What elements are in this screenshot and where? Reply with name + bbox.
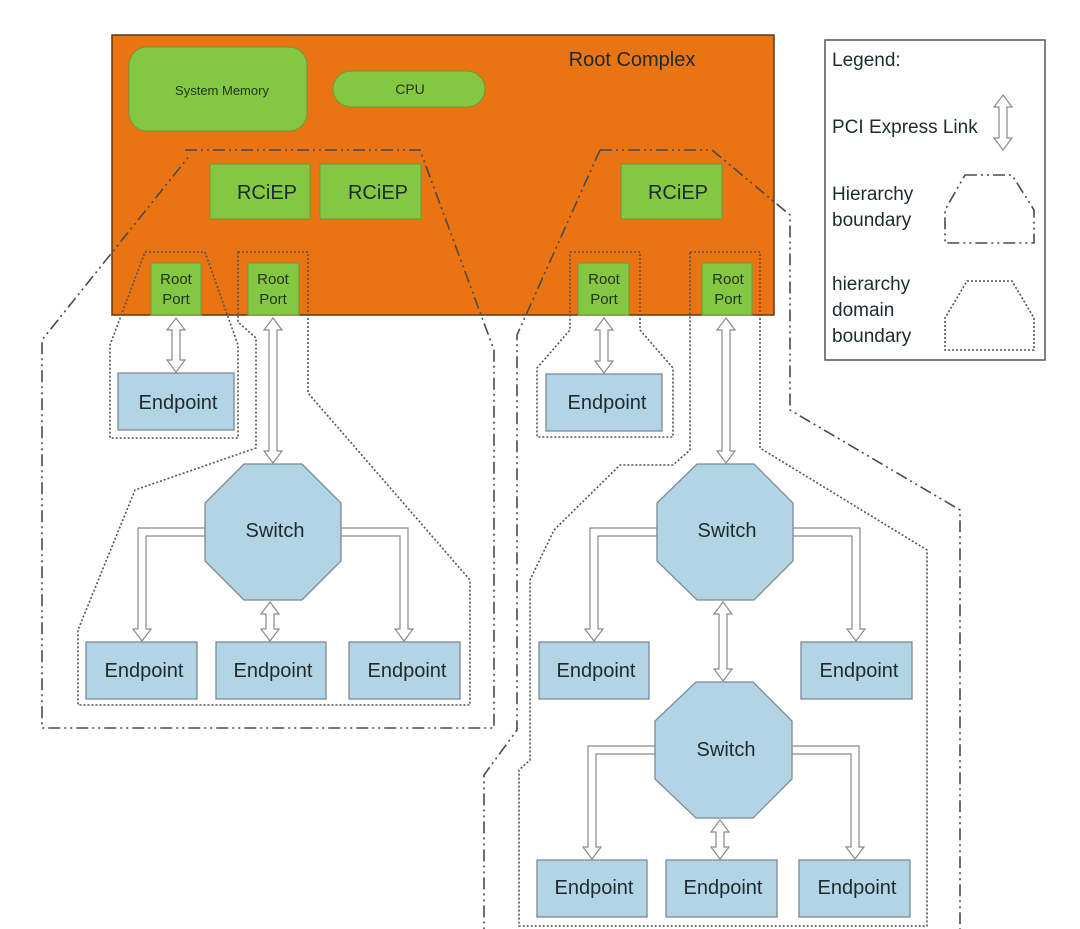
legend-hierarchy-boundary-sample	[944, 174, 1035, 244]
pcie-link	[593, 317, 615, 374]
rciep-box	[319, 163, 422, 220]
root-port-label: Root	[160, 271, 193, 288]
legend-box	[824, 39, 1046, 361]
pcie-link	[583, 527, 658, 642]
endpoint-box	[545, 373, 663, 432]
legend-domain-label: domain	[832, 300, 894, 321]
hierarchy-boundary-left	[41, 149, 495, 729]
endpoint-box	[665, 859, 778, 918]
endpoint-box	[536, 859, 648, 918]
endpoint-box	[538, 641, 650, 700]
hierarchy-domain-boundary	[109, 251, 239, 439]
root-port-box	[247, 262, 300, 316]
switch-label: Switch	[697, 739, 756, 761]
rciep-label: RCiEP	[237, 182, 297, 204]
switch-octagon	[654, 681, 793, 819]
hierarchy-domain-boundary	[77, 251, 471, 706]
root-port-box	[701, 262, 753, 316]
root-port-label: Root	[712, 271, 745, 288]
endpoint-label: Endpoint	[234, 660, 313, 682]
legend-link-arrow	[992, 94, 1014, 151]
legend-domain-label: boundary	[832, 326, 912, 347]
rciep-label: RCiEP	[648, 182, 708, 204]
root-port-label: Root	[588, 271, 621, 288]
legend-title: Legend:	[832, 50, 901, 71]
legend-hierarchy-label: Hierarchy	[832, 184, 914, 205]
cpu-label: CPU	[395, 81, 425, 97]
hierarchy-boundary-right-left-edge	[483, 149, 601, 929]
root-complex-title: Root Complex	[569, 49, 696, 71]
endpoint-box	[215, 641, 327, 700]
switch-octagon	[656, 463, 794, 601]
root-port-label: Port	[590, 291, 618, 308]
system-memory-box	[128, 46, 308, 132]
system-memory-label: System Memory	[175, 83, 269, 98]
switch-octagon	[204, 463, 342, 601]
endpoint-label: Endpoint	[368, 660, 447, 682]
root-port-label: Port	[162, 291, 190, 308]
endpoint-label: Endpoint	[557, 660, 636, 682]
legend-hierarchy-label: boundary	[832, 210, 912, 231]
endpoint-label: Endpoint	[555, 877, 634, 899]
root-port-label: Root	[257, 271, 290, 288]
endpoint-box	[348, 641, 461, 700]
root-port-box	[577, 262, 630, 316]
legend-pcie-link-label: PCI Express Link	[832, 117, 978, 138]
rciep-box	[620, 163, 723, 220]
endpoint-box	[85, 641, 198, 700]
legend-domain-boundary-sample	[944, 280, 1035, 351]
rciep-box	[209, 163, 311, 220]
pcie-link	[709, 819, 731, 860]
endpoint-label: Endpoint	[818, 877, 897, 899]
legend-link-arrow-icon	[992, 94, 1014, 151]
pcie-link	[259, 601, 281, 642]
pcie-link	[131, 527, 206, 642]
switch-label: Switch	[698, 520, 757, 542]
endpoint-label: Endpoint	[820, 660, 899, 682]
hierarchy-domain-boundary	[518, 251, 928, 927]
pcie-link	[715, 317, 737, 464]
root-port-label: Port	[259, 291, 287, 308]
endpoint-box	[800, 641, 913, 700]
endpoint-box	[117, 372, 235, 431]
pcie-link	[262, 317, 284, 464]
root-port-label: Port	[714, 291, 742, 308]
endpoint-box	[798, 859, 911, 918]
endpoint-label: Endpoint	[139, 392, 218, 414]
pcie-link	[712, 601, 734, 682]
endpoint-label: Endpoint	[105, 660, 184, 682]
pcie-links	[131, 317, 867, 860]
endpoint-label: Endpoint	[568, 392, 647, 414]
switch-label: Switch	[246, 520, 305, 542]
hierarchy-boundary-right	[600, 149, 961, 929]
root-complex: Root Complex System Memory CPU RCiEP RCi…	[111, 34, 775, 316]
rciep-label: RCiEP	[348, 182, 408, 204]
hierarchy-domain-boundary	[536, 251, 674, 438]
cpu-box	[332, 70, 486, 108]
legend: Legend: PCI Express Link Hierarchy bound…	[824, 39, 1046, 361]
legend-domain-label: hierarchy	[832, 274, 911, 295]
pcie-link	[340, 527, 415, 642]
pcie-link	[165, 317, 187, 373]
endpoint-label: Endpoint	[684, 877, 763, 899]
root-port-box	[150, 262, 202, 316]
pcie-link	[792, 527, 867, 642]
pcie-link	[581, 745, 656, 860]
pcie-link	[791, 745, 866, 860]
